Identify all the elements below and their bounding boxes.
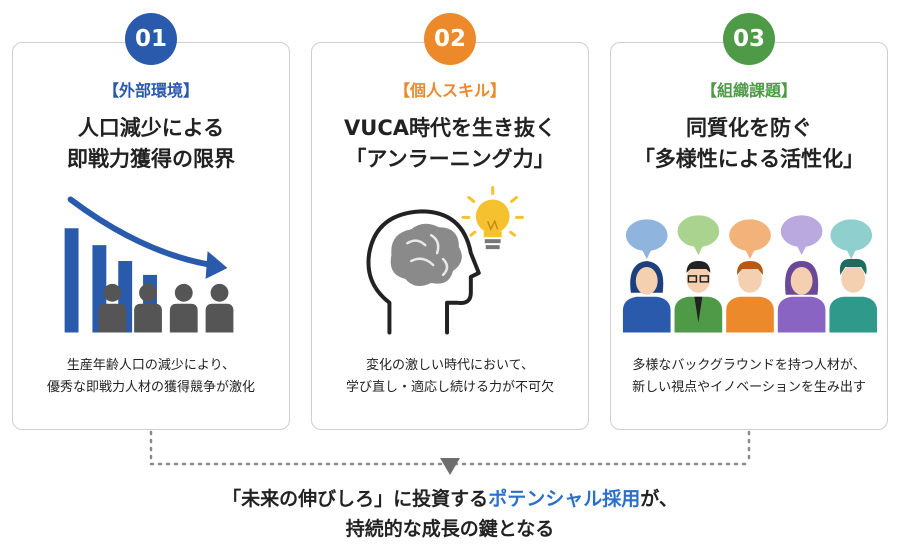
card-description: 生産年齢人口の減少により、 優秀な即戦力人材の獲得競争が激化 [46, 358, 255, 395]
conclusion-line2: 持続的な成長の鍵となる [345, 518, 555, 540]
step-number-badge: 02 [424, 13, 476, 65]
step-number-badge: 03 [723, 13, 775, 65]
down-arrow-icon [440, 458, 460, 475]
card-title: 人口減少による 即戦力獲得の限界 [67, 116, 235, 171]
card-tag: 【組織課題】 [700, 81, 797, 100]
conclusion-pre: 「未来の伸びしろ」に投資する [222, 488, 489, 510]
step-number-badge: 01 [125, 13, 177, 65]
card-organization-issue: 【組織課題】 同質化を防ぐ 「多様性による活性化」 [610, 42, 888, 430]
card-title: VUCA時代を生き抜く 「アンラーニング力」 [344, 116, 556, 171]
card-description: 変化の激しい時代において、 学び直し・適応し続ける力が不可欠 [345, 358, 554, 395]
conclusion-text: 「未来の伸びしろ」に投資するポテンシャル採用が、 持続的な成長の鍵となる [0, 484, 900, 544]
conclusion-post: が、 [640, 488, 678, 510]
card-external-environment: 【外部環境】 人口減少による 即戦力獲得の限界 生産年齢人口の減少により、 優秀… [12, 42, 290, 430]
brain-lightbulb-icon [366, 186, 524, 335]
card-description: 多様なバックグラウンドを持つ人材が、 新しい視点やイノベーションを生み出す [632, 358, 866, 395]
diverse-people-icon [622, 215, 878, 333]
declining-population-chart-icon [64, 196, 234, 333]
card-tag: 【外部環境】 [102, 81, 199, 100]
card-tag: 【個人スキル】 [393, 81, 506, 100]
card-title: 同質化を防ぐ 「多様性による活性化」 [633, 116, 865, 171]
conclusion-accent: ポテンシャル採用 [488, 488, 641, 510]
card-personal-skill: 【個人スキル】 VUCA時代を生き抜く 「アンラーニング力」 変化の激しい時代に… [311, 42, 589, 430]
